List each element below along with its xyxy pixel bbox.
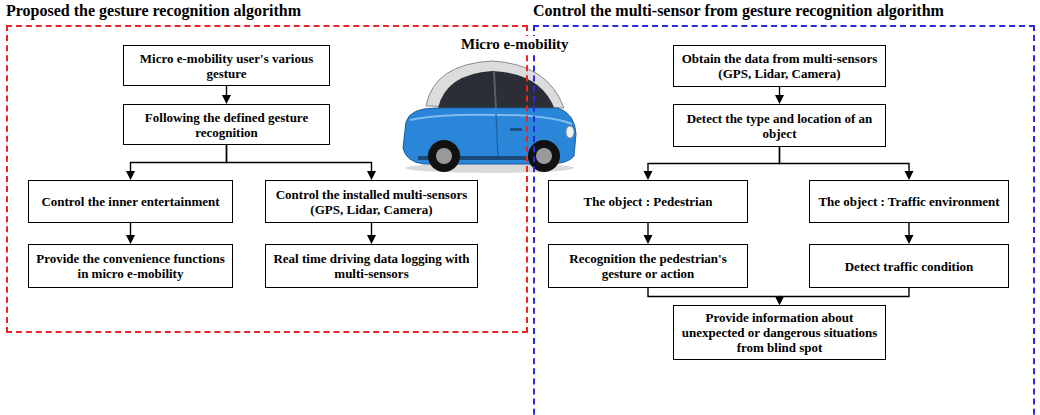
box-text: Obtain the data from multi-sensors (GPS,… (680, 51, 879, 81)
arrow-head (222, 95, 231, 104)
text-wrap: Provide the convenience functions in mic… (35, 251, 226, 281)
flow-line (131, 145, 227, 172)
flow-arrow (222, 86, 231, 104)
arrow-head (775, 296, 784, 305)
process-box: Detect traffic condition (809, 244, 1009, 288)
text-wrap: Detect the type and location of an objec… (680, 111, 879, 141)
flow-arrow (367, 223, 376, 244)
arrow-head (126, 235, 135, 244)
arrow-head (644, 235, 653, 244)
flow-arrow (126, 223, 135, 244)
flow-arrow (780, 147, 914, 180)
flow-arrow (648, 288, 784, 305)
box-text: Detect traffic condition (845, 259, 974, 274)
process-box: Following the defined gesture recognitio… (123, 104, 330, 145)
arrow-head (367, 235, 376, 244)
flow-line (780, 147, 910, 172)
box-text: Detect the type and location of an objec… (680, 111, 879, 141)
process-box: The object : Pedestrian (548, 180, 748, 223)
text-wrap: Detect traffic condition (845, 259, 974, 274)
text-wrap: Provide information about unexpected or … (680, 310, 879, 355)
process-box: Recognition the pedestrian's gesture or … (548, 244, 748, 288)
text-wrap: The object : Traffic environment (818, 194, 999, 209)
flow-line (779, 87, 780, 96)
flow-arrow (775, 288, 909, 305)
box-text: Real time driving data logging with mult… (272, 251, 471, 281)
flow-arrow (644, 223, 653, 244)
box-text: Following the defined gesture recognitio… (130, 110, 323, 140)
flow-arrow (227, 145, 377, 180)
process-box: Provide information about unexpected or … (673, 305, 886, 360)
text-wrap: Control the installed multi-sensors (GPS… (272, 187, 471, 217)
flow-line (371, 223, 372, 236)
process-box: Control the inner entertainment (28, 180, 233, 223)
flow-line (908, 223, 909, 236)
text-wrap: The object : Pedestrian (584, 194, 713, 209)
flow-arrow (644, 147, 780, 180)
flow-line (226, 86, 227, 96)
dashed-region: Control the multi-sensor from gesture re… (533, 25, 1035, 415)
text-wrap: Obtain the data from multi-sensors (GPS,… (680, 51, 879, 81)
flow-line (647, 223, 648, 236)
flow-line (227, 145, 372, 172)
arrow-head (905, 235, 914, 244)
text-wrap: Recognition the pedestrian's gesture or … (555, 251, 741, 281)
box-text: Control the installed multi-sensors (GPS… (272, 187, 471, 217)
arrow-head (126, 171, 135, 180)
process-box: Micro e-mobility user's various gesture (123, 45, 330, 86)
text-wrap: Real time driving data logging with mult… (272, 251, 471, 281)
box-text: Provide information about unexpected or … (680, 310, 879, 355)
dashed-region: Proposed the gesture recognition algorit… (6, 25, 528, 333)
text-wrap: Following the defined gesture recognitio… (130, 110, 323, 140)
arrow-head (905, 171, 914, 180)
process-box: The object : Traffic environment (809, 180, 1009, 223)
box-text: Micro e-mobility user's various gesture (130, 51, 323, 81)
process-box: Provide the convenience functions in mic… (28, 244, 233, 288)
process-box: Real time driving data logging with mult… (265, 244, 478, 288)
vehicle-illustration (398, 58, 578, 174)
flow-line (648, 147, 780, 172)
box-text: Recognition the pedestrian's gesture or … (555, 251, 741, 281)
flow-line (130, 223, 131, 236)
flow-arrow (905, 223, 914, 244)
process-box: Detect the type and location of an objec… (673, 104, 886, 147)
arrow-head (367, 171, 376, 180)
box-text: The object : Pedestrian (584, 194, 713, 209)
flow-line (780, 288, 910, 297)
region-title: Proposed the gesture recognition algorit… (6, 2, 301, 20)
process-box: Obtain the data from multi-sensors (GPS,… (673, 45, 886, 87)
flow-line (648, 288, 780, 297)
text-wrap: Micro e-mobility user's various gesture (130, 51, 323, 81)
box-text: Control the inner entertainment (41, 194, 219, 209)
process-box: Control the installed multi-sensors (GPS… (265, 180, 478, 223)
flow-arrow (775, 87, 784, 104)
region-title: Control the multi-sensor from gesture re… (533, 2, 944, 20)
box-text: The object : Traffic environment (818, 194, 999, 209)
text-wrap: Control the inner entertainment (41, 194, 219, 209)
box-text: Provide the convenience functions in mic… (35, 251, 226, 281)
vehicle-label: Micro e-mobility (458, 36, 572, 53)
arrow-head (644, 171, 653, 180)
arrow-head (775, 296, 784, 305)
flow-arrow (126, 145, 227, 180)
arrow-head (775, 95, 784, 104)
